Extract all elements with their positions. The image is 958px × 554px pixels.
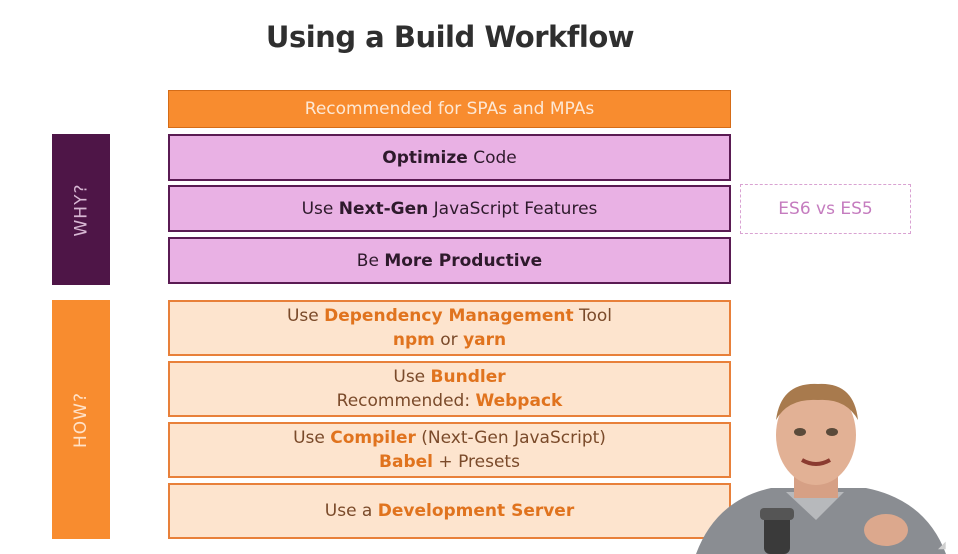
why-row-text: Optimize Code (382, 147, 517, 168)
how-row-dev-server: Use a Development Server (168, 483, 731, 539)
how-row-line1: Use Compiler (Next-Gen JavaScript) (293, 428, 606, 448)
why-row-productive: Be More Productive (168, 237, 731, 284)
how-row-line2: npm or yarn (392, 330, 507, 350)
corner-watermark-icon: ◢ (938, 540, 946, 551)
how-row-dependency: Use Dependency Management Tool npm or ya… (168, 300, 731, 356)
why-row-text: Use Next-Gen JavaScript Features (301, 198, 598, 219)
how-row-line2: Recommended: Webpack (336, 391, 563, 411)
how-row-line1: Use Dependency Management Tool (286, 306, 613, 326)
why-row-next-gen: Use Next-Gen JavaScript Features (168, 185, 731, 232)
why-row-optimize: Optimize Code (168, 134, 731, 181)
why-label: WHY? (71, 183, 91, 236)
es6-vs-es5-note: ES6 vs ES5 (740, 184, 911, 234)
how-label: HOW? (71, 391, 91, 448)
recommended-text: Recommended for SPAs and MPAs (304, 99, 595, 119)
how-row-line2: Babel + Presets (379, 452, 520, 472)
how-label-bar: HOW? (52, 300, 110, 539)
slide-title: Using a Build Workflow (265, 20, 635, 54)
how-row-compiler: Use Compiler (Next-Gen JavaScript) Babel… (168, 422, 731, 478)
how-row-line1: Use Bundler (393, 367, 506, 387)
why-row-text: Be More Productive (356, 250, 543, 271)
how-row-line1: Use a Development Server (324, 501, 575, 521)
presenter-video (696, 383, 946, 554)
recommended-box: Recommended for SPAs and MPAs (168, 90, 731, 128)
how-row-bundler: Use Bundler Recommended: Webpack (168, 361, 731, 417)
why-label-bar: WHY? (52, 134, 110, 285)
